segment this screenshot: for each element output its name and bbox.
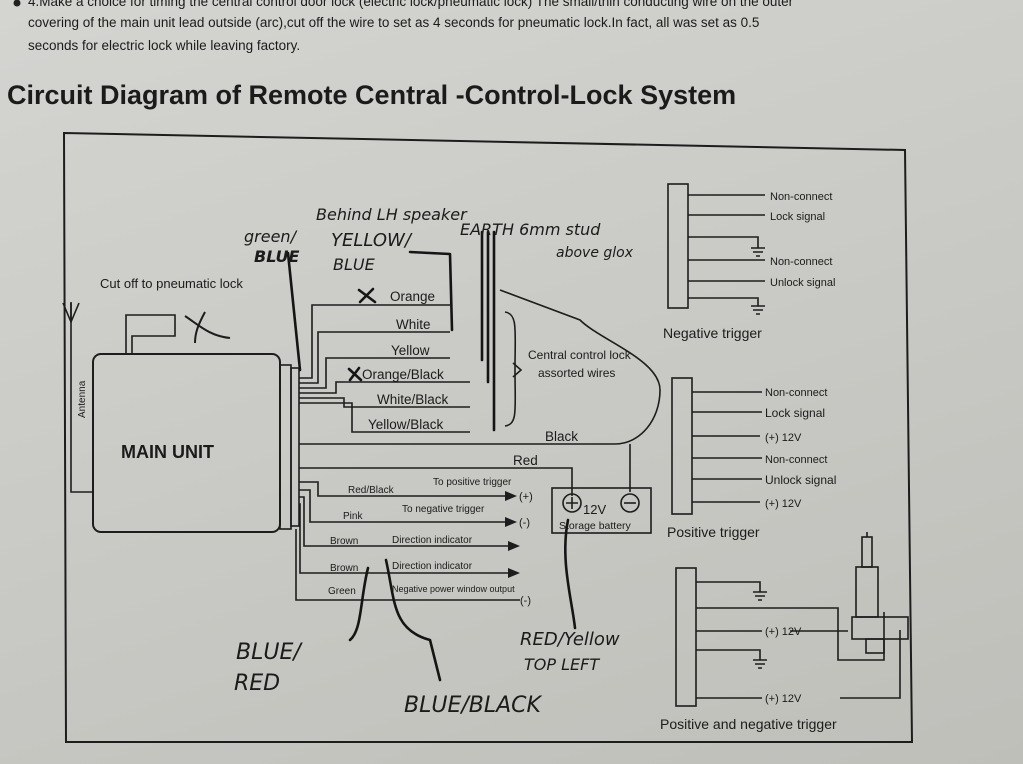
ink-line-red-yellow bbox=[564, 518, 577, 630]
connector-left bbox=[279, 364, 292, 530]
diagram-frame bbox=[62, 131, 914, 743]
hw-green: green/ bbox=[244, 227, 298, 246]
ink-line-earth bbox=[480, 230, 496, 432]
pos-line-1: Non-connect bbox=[765, 387, 827, 399]
neg-line-4: Non-connect bbox=[770, 256, 832, 268]
hw-blue-2: BLUE bbox=[333, 255, 376, 274]
hw-red-yellow: RED/Yellow bbox=[520, 629, 620, 650]
header-line-1: 4.Make a choice for timing the central c… bbox=[28, 0, 794, 9]
wire-label-black: Black bbox=[545, 429, 578, 444]
pos-line-3: (+) 12V bbox=[765, 432, 802, 444]
ink-line-blue-black bbox=[384, 558, 442, 682]
pneumatic-lead bbox=[125, 314, 176, 354]
desc-positive-trigger: To positive trigger bbox=[433, 477, 512, 488]
ink-line-yellow-blue bbox=[408, 250, 454, 332]
cut-mark-icon bbox=[184, 311, 231, 344]
header-line-2: covering of the main unit lead outside (… bbox=[28, 15, 759, 30]
connector-right bbox=[290, 367, 300, 527]
hw-yellow: YELLOW/ bbox=[331, 230, 413, 251]
sign-negative: (-) bbox=[519, 517, 530, 529]
hw-blue-black: BLUE/BLACK bbox=[404, 693, 543, 718]
wire-red bbox=[299, 467, 573, 496]
pos-neg-trigger-title: Positive and negative trigger bbox=[660, 716, 837, 732]
bullet-icon bbox=[13, 0, 21, 7]
bracket-arrow-icon bbox=[512, 362, 523, 378]
pos-line-2: Lock signal bbox=[765, 406, 825, 420]
wire-label-orange-black: Orange/Black bbox=[362, 367, 444, 382]
hw-above-glox: above glox bbox=[556, 245, 634, 261]
neg-line-5: Unlock signal bbox=[770, 277, 835, 289]
diagram-title: Circuit Diagram of Remote Central -Contr… bbox=[7, 80, 736, 110]
positive-trigger-connector bbox=[671, 377, 762, 515]
battery-label: Storage battery bbox=[559, 520, 632, 532]
desc-direction-2: Direction indicator bbox=[392, 561, 473, 572]
pos-neg-trigger-connector bbox=[675, 567, 901, 707]
neg-line-1: Non-connect bbox=[770, 191, 832, 203]
positive-trigger-title: Positive trigger bbox=[667, 524, 760, 540]
pn-line-2: (+) 12V bbox=[765, 693, 802, 705]
central-lock-label-2: assorted wires bbox=[538, 366, 615, 380]
neg-line-2: Lock signal bbox=[770, 211, 825, 223]
header-line-3: seconds for electric lock while leaving … bbox=[28, 38, 300, 53]
desc-negative-trigger: To negative trigger bbox=[402, 504, 485, 515]
wire-label-brown-2: Brown bbox=[330, 563, 358, 574]
ink-line-blue-red bbox=[348, 566, 370, 642]
wire-label-orange: Orange bbox=[390, 289, 435, 304]
wire-label-yellow-black: Yellow/Black bbox=[368, 417, 444, 432]
x-mark-orange bbox=[357, 287, 377, 304]
sign-positive: (+) bbox=[519, 491, 533, 503]
wire-label-white-black: White/Black bbox=[377, 392, 449, 407]
wire-bracket bbox=[504, 311, 517, 427]
x-mark-orange-black bbox=[347, 366, 363, 382]
battery-voltage: 12V bbox=[583, 502, 606, 517]
wire-black bbox=[299, 289, 661, 445]
wire-label-green: Green bbox=[328, 586, 356, 597]
hw-top-left: TOP LEFT bbox=[524, 655, 600, 674]
desc-power-window: Negative power window output bbox=[392, 584, 515, 594]
desc-direction-1: Direction indicator bbox=[392, 535, 473, 546]
door-lock-actuator bbox=[851, 532, 909, 654]
central-lock-label-1: Central control lock bbox=[528, 348, 632, 362]
hw-blue-red-2: RED bbox=[234, 671, 280, 696]
wire-label-red: Red bbox=[513, 453, 538, 468]
pneumatic-label: Cut off to pneumatic lock bbox=[100, 276, 243, 291]
negative-trigger-title: Negative trigger bbox=[663, 325, 762, 341]
upper-wire-group bbox=[299, 304, 470, 433]
negative-trigger-connector bbox=[667, 183, 765, 315]
pn-line-1: (+) 12V bbox=[765, 626, 802, 638]
hw-behind-lh: Behind LH speaker bbox=[316, 205, 468, 224]
pos-line-6: (+) 12V bbox=[765, 498, 802, 510]
sign-power-window: (-) bbox=[520, 595, 531, 607]
pos-line-4: Non-connect bbox=[765, 454, 827, 466]
ground-icon bbox=[751, 247, 765, 315]
battery-positive-icon bbox=[562, 493, 582, 513]
battery-negative-icon bbox=[620, 493, 640, 513]
wire-label-brown-1: Brown bbox=[330, 536, 358, 547]
ink-line-green-blue bbox=[286, 251, 302, 372]
hw-earth: EARTH 6mm stud bbox=[460, 220, 601, 239]
ground-icon bbox=[753, 591, 767, 669]
wire-label-red-black: Red/Black bbox=[348, 485, 395, 496]
wire-label-pink: Pink bbox=[343, 511, 363, 522]
wire-label-white: White bbox=[396, 317, 431, 332]
storage-battery: 12V Storage battery bbox=[551, 487, 652, 534]
lower-wire-group bbox=[295, 481, 520, 601]
wire-label-yellow: Yellow bbox=[391, 343, 430, 358]
antenna-label: Antenna bbox=[77, 380, 88, 418]
hw-blue-red-1: BLUE/ bbox=[236, 640, 303, 665]
pos-line-5: Unlock signal bbox=[765, 473, 836, 487]
antenna: Antenna bbox=[62, 302, 93, 493]
hw-blue: BLUE bbox=[254, 247, 300, 266]
handwriting-overlay bbox=[286, 230, 577, 682]
main-unit-label: MAIN UNIT bbox=[121, 442, 214, 462]
